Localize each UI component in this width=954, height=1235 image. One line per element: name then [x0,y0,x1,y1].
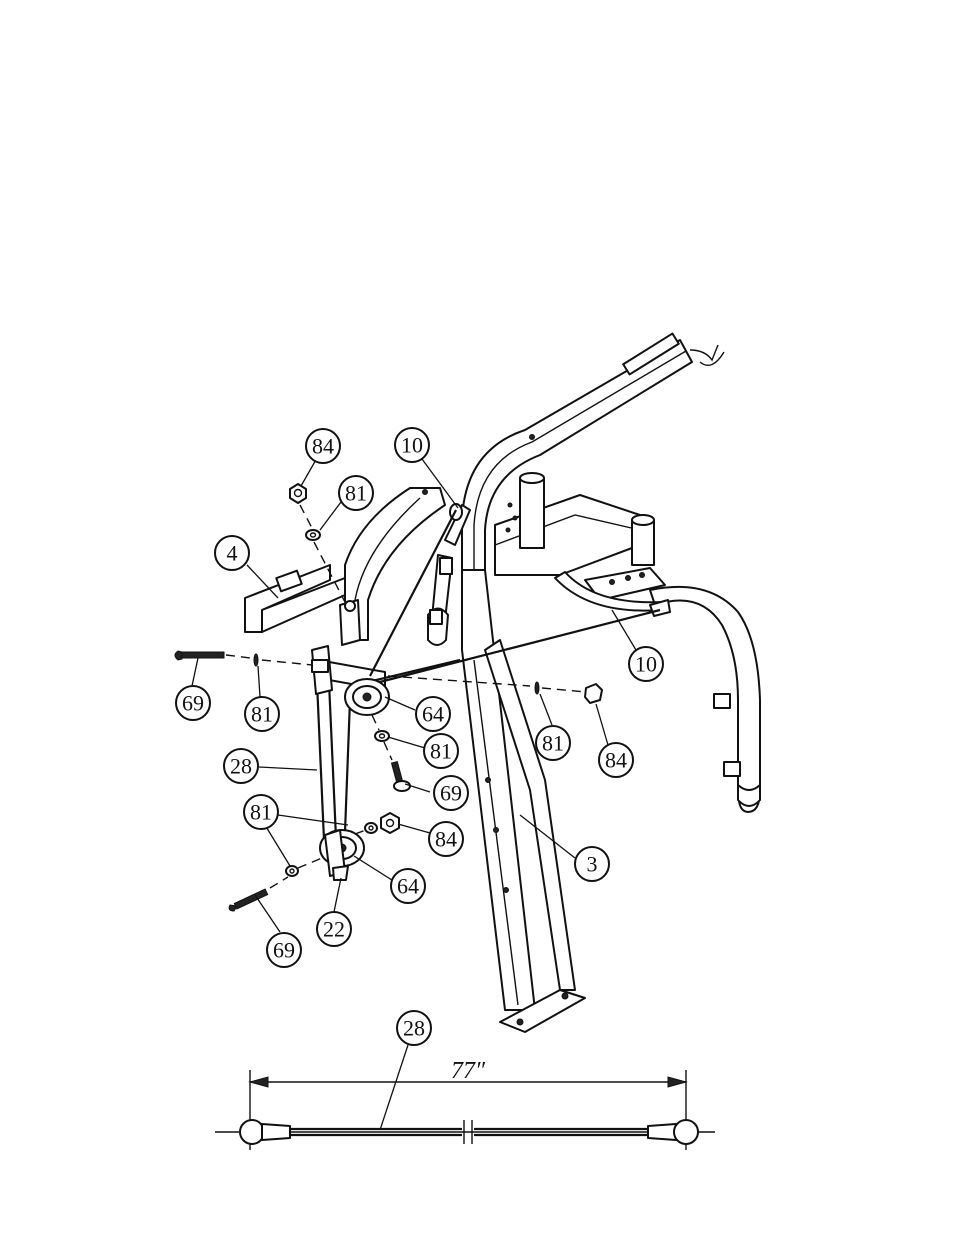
callout-69-short-bolt: 69 [433,775,469,811]
callout-28-cable: 28 [223,748,259,784]
pulley-bracket-part-10-left [427,503,471,646]
lower-pulley-64 [319,829,365,881]
svg-text:69: 69 [273,938,295,963]
callout-84-lower-nut: 84 [428,821,464,857]
rear-crossbar-frame [494,472,655,576]
cable-length-label: 77″ [451,1058,486,1084]
svg-text:84: 84 [312,434,334,459]
callout-64-upper-pulley: 64 [415,696,451,732]
callout-64-lower-pulley: 64 [390,868,426,904]
callout-10-left-bracket: 10 [394,427,430,463]
svg-text:81: 81 [430,739,452,764]
cable-detail-28: 77″ [215,1044,715,1150]
cables [314,509,661,841]
svg-text:81: 81 [250,800,272,825]
svg-text:64: 64 [422,702,444,727]
callout-81-right-washer: 81 [535,725,571,761]
upper-pulley-64 [311,645,390,716]
leader-lines [191,457,637,933]
svg-text:81: 81 [542,731,564,756]
svg-text:81: 81 [251,702,273,727]
callout-22-pulley-bracket: 22 [316,911,352,947]
callout-28-cable-detail: 28 [396,1010,432,1046]
callout-81-top-washer: 81 [338,475,374,511]
callout-3-frame: 3 [574,846,610,882]
svg-text:69: 69 [440,781,462,806]
main-upright-frame [461,332,725,1033]
callout-81-pulley-washer: 81 [423,733,459,769]
callout-84-top-nut: 84 [305,428,341,464]
callout-81-left-washer: 81 [244,696,280,732]
svg-text:10: 10 [635,652,657,677]
callout-69-lower-bolt: 69 [266,932,302,968]
callout-84-right-nut: 84 [598,742,634,778]
svg-text:81: 81 [345,481,367,506]
svg-text:4: 4 [227,541,238,566]
hardware [174,483,603,912]
svg-text:84: 84 [605,748,627,773]
callout-69-long-bolt: 69 [175,685,211,721]
svg-text:28: 28 [403,1016,425,1041]
right-curved-arm [554,567,761,813]
callout-10-right-bracket: 10 [628,646,664,682]
svg-text:84: 84 [435,827,457,852]
svg-text:64: 64 [397,874,419,899]
svg-text:28: 28 [230,754,252,779]
svg-text:69: 69 [182,691,204,716]
svg-text:10: 10 [401,433,423,458]
callout-4-bracket: 4 [214,535,250,571]
svg-text:22: 22 [323,917,345,942]
callout-81-lower-left-washer: 81 [243,794,279,830]
svg-text:3: 3 [587,852,598,877]
